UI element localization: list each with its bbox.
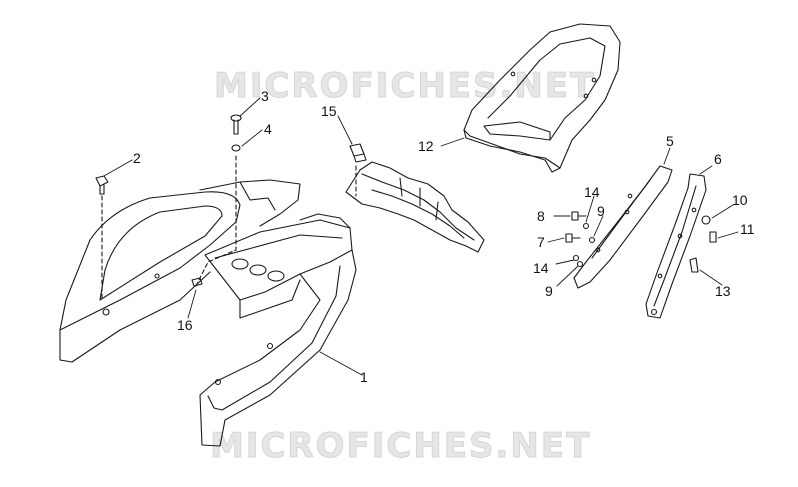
callout-2: 2: [133, 150, 141, 166]
callout-5: 5: [666, 133, 674, 149]
callout-15: 15: [321, 103, 337, 119]
callout-13: 13: [715, 283, 731, 299]
part-15-clip: [349, 143, 367, 163]
callout-16: 16: [177, 317, 193, 333]
watermark-bottom: MICROFICHES.NET: [209, 426, 592, 467]
callout-3: 3: [261, 88, 269, 104]
callout-11: 11: [740, 221, 755, 237]
part-bracket-assembly: [345, 161, 485, 253]
callout-10: 10: [732, 192, 748, 208]
callout-14-upper: 14: [584, 184, 600, 200]
hardware-items: [95, 114, 717, 287]
callout-6: 6: [714, 151, 722, 167]
part-5-side-strip: [573, 165, 673, 289]
callout-9-lower: 9: [545, 283, 553, 299]
callout-12: 12: [418, 138, 434, 154]
leader-lines: [103, 97, 739, 376]
callout-8: 8: [537, 208, 545, 224]
callout-4: 4: [264, 121, 272, 137]
callout-14-lower: 14: [533, 260, 549, 276]
callout-7: 7: [537, 234, 545, 250]
callout-9-upper: 9: [597, 203, 605, 219]
callout-1: 1: [360, 369, 368, 385]
part-1-grab-rail: [59, 179, 357, 447]
guide-lines: [101, 155, 357, 301]
part-6-side-strip: [645, 173, 707, 319]
part-12-rear-cowl: [463, 23, 621, 173]
